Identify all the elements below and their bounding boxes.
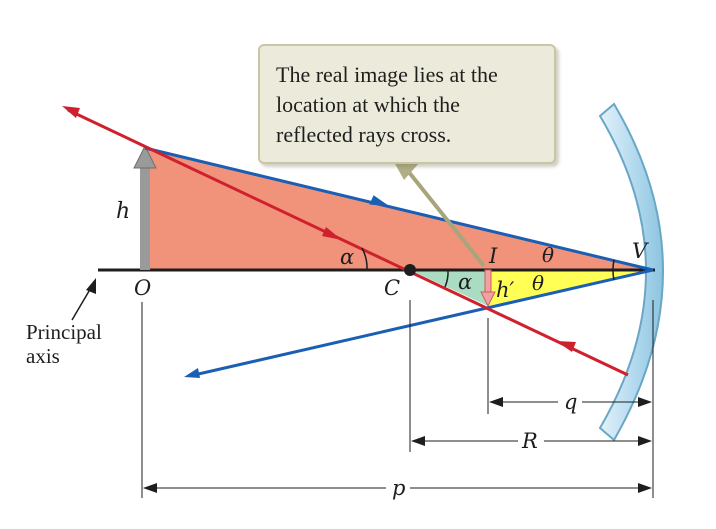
axis-label-line-1: Principal (26, 320, 102, 344)
axis-label-pointer-head (86, 278, 96, 294)
image-triangle-green (410, 270, 488, 306)
principal-axis-label: Principal axis (26, 320, 102, 368)
concave-mirror (598, 102, 664, 442)
dimension-R-arrow-right (638, 436, 652, 446)
label-h-prime: h′ (496, 278, 515, 302)
dimension-p-arrow-left (143, 483, 157, 493)
object-arrow-head (133, 144, 157, 169)
dimension-R-arrow-left (411, 436, 425, 446)
red-ray-arrowhead-1 (62, 106, 80, 118)
axis-label-pointer (71, 285, 93, 321)
blue-ray-incident (144, 146, 654, 272)
callout-line-1: The real image lies at the (276, 62, 498, 87)
label-theta-lower: θ (532, 271, 544, 295)
callout-line-3: reflected rays cross. (276, 122, 452, 147)
label-R: R (521, 429, 538, 453)
label-p: p (392, 476, 405, 500)
blue-ray-arrowhead-1 (369, 195, 390, 207)
label-alpha-upper: α (340, 245, 354, 269)
label-alpha-lower: α (458, 270, 472, 294)
angle-arc-theta-upper (612, 259, 615, 271)
label-theta-upper: θ (542, 243, 554, 267)
callout-pointer-base (394, 162, 420, 180)
center-of-curvature-dot (404, 264, 416, 276)
label-V: V (632, 239, 649, 263)
callout-pointer (402, 164, 486, 268)
angle-arc-alpha-lower (444, 269, 449, 288)
axis-label-line-2: axis (26, 344, 60, 368)
dimension-p-arrow-right (638, 483, 652, 493)
red-ray-arrowhead-2 (322, 227, 342, 240)
label-h: h (116, 199, 130, 224)
dimension-q-arrow-right (638, 397, 652, 407)
blue-ray-reflected (193, 268, 654, 377)
angle-arc-alpha-upper (361, 247, 368, 271)
label-O: O (134, 276, 151, 300)
object-arrow-shaft (140, 160, 150, 270)
label-I: I (488, 244, 498, 268)
image-arrow-head (480, 291, 496, 308)
red-ray (67, 108, 629, 377)
label-C: C (384, 276, 400, 300)
angle-arc-theta-lower (612, 269, 615, 281)
callout-box: The real image lies at the location at w… (258, 44, 556, 164)
image-arrow-shaft (484, 269, 492, 295)
label-q: q (564, 390, 577, 414)
dimension-q-arrow-left (489, 397, 503, 407)
blue-ray-arrowhead-2 (184, 368, 200, 378)
red-ray-arrowhead-3 (556, 341, 576, 352)
callout-line-2: location at which the (276, 92, 460, 117)
